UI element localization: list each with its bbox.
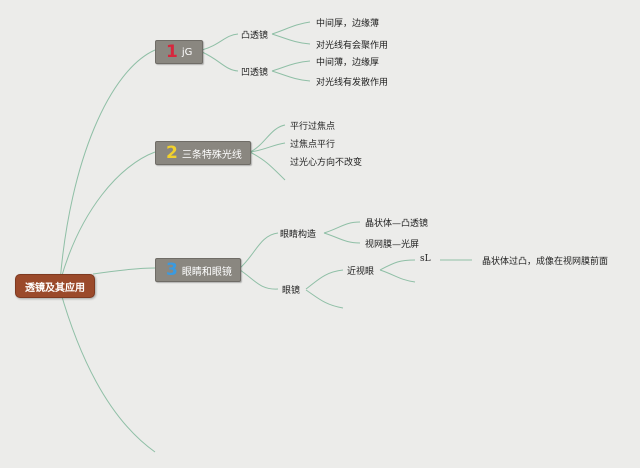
connector-eye-c2 [323, 232, 361, 244]
connector-root-b2 [59, 151, 156, 283]
branch-node-1[interactable]: 1 jG [155, 40, 203, 64]
node-convex-desc-2[interactable]: 对光线有会聚作用 [316, 41, 389, 51]
connector-root-extra [59, 289, 156, 453]
node-ray-3[interactable]: 过光心方向不改变 [290, 158, 363, 168]
node-glasses[interactable]: 眼镜 [282, 286, 301, 296]
branch-label-2: 三条特殊光线 [181, 149, 242, 161]
node-convex-desc-1[interactable]: 中间厚，边缘薄 [316, 19, 380, 29]
connector-root-b1 [59, 49, 156, 283]
connector-root-b3 [92, 267, 156, 275]
branch-label-1: jG [181, 46, 193, 58]
branch-number-2: 2 [166, 142, 178, 163]
connector-b2-c3 [249, 151, 286, 181]
connector-eye-c1 [323, 221, 361, 234]
node-myopia-desc[interactable]: 晶状体过凸，成像在视网膜前面 [482, 257, 609, 267]
connector-b3-eye [239, 232, 279, 269]
connector-b3-glasses [239, 269, 279, 290]
node-concave-desc-1[interactable]: 中间薄，边缘厚 [316, 58, 380, 68]
branch-node-3[interactable]: 3 眼睛和眼镜 [155, 258, 241, 282]
connector-b1-concave [201, 51, 239, 72]
node-convex-lens[interactable]: 凸透镜 [241, 31, 269, 41]
branch-number-3: 3 [166, 259, 178, 280]
connector-convex-c2 [271, 33, 311, 45]
connector-b2-c2 [249, 142, 286, 153]
connector-convex-c1 [271, 21, 311, 35]
root-node[interactable]: 透镜及其应用 [15, 274, 95, 298]
connector-b2-c1 [249, 124, 286, 153]
node-eye-retina[interactable]: 视网膜—光屏 [365, 240, 420, 250]
branch-number-1: 1 [166, 41, 178, 62]
connector-myopia-extra [379, 269, 416, 283]
node-concave-desc-2[interactable]: 对光线有发散作用 [316, 78, 389, 88]
connector-glasses-extra [305, 289, 344, 309]
node-sl[interactable]: sL [420, 254, 431, 264]
connector-myopia-sl [379, 259, 416, 271]
branch-node-2[interactable]: 2 三条特殊光线 [155, 141, 251, 165]
node-myopia[interactable]: 近视眼 [347, 267, 375, 277]
connector-b1-convex [201, 33, 239, 51]
node-ray-2[interactable]: 过焦点平行 [290, 140, 336, 150]
node-concave-lens[interactable]: 凹透镜 [241, 68, 269, 78]
node-ray-1[interactable]: 平行过焦点 [290, 122, 336, 132]
connector-glasses-myopia [305, 269, 344, 290]
connector-concave-c2 [271, 70, 311, 82]
node-eye-lens[interactable]: 晶状体—凸透镜 [365, 219, 429, 229]
connector-concave-c1 [271, 60, 311, 72]
branch-label-3: 眼睛和眼镜 [181, 266, 232, 278]
node-eye-structure[interactable]: 眼睛构造 [280, 230, 317, 240]
